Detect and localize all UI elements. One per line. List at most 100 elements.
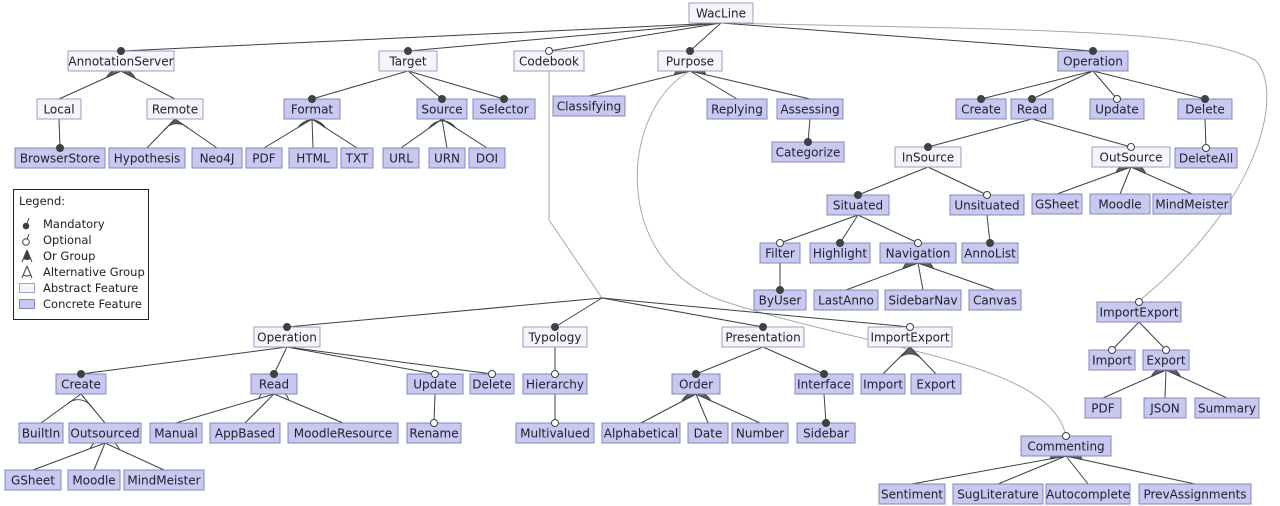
mandatory-marker: [1028, 95, 1036, 103]
mandatory-marker: [308, 95, 316, 103]
edge-wacline-target: [407, 22, 722, 52]
feature-label: Hypothesis: [114, 152, 181, 166]
feature-box: [149, 422, 203, 444]
mandatory-marker: [500, 95, 508, 103]
mandatory-marker: [759, 323, 767, 331]
mandatory-marker: [77, 370, 85, 378]
mandatory-marker: [692, 370, 700, 378]
feature-box: [860, 373, 906, 395]
feature-delete_cb: Delete: [469, 373, 515, 395]
feature-label: Remote: [152, 103, 198, 117]
feature-label: Typology: [528, 331, 582, 345]
feature-autocomplete: Autocomplete: [1045, 483, 1131, 505]
feature-box: [1138, 483, 1252, 505]
mandatory-marker: [404, 47, 412, 55]
feature-categorize: Categorize: [771, 141, 845, 163]
feature-canvas: Canvas: [968, 289, 1022, 311]
feature-label: Sentiment: [881, 488, 943, 502]
feature-export_top: Export: [1142, 349, 1190, 371]
or-group-format: [297, 118, 326, 129]
alternative-group-icon: [19, 265, 35, 279]
feature-label: Commenting: [1027, 440, 1104, 454]
feature-wacline: WacLine: [688, 2, 754, 24]
feature-box: [687, 422, 729, 444]
codebook-stem: [548, 71, 603, 299]
feature-box: [245, 147, 283, 169]
feature-label: DOI: [476, 152, 498, 166]
feature-label: HTML: [296, 152, 330, 166]
feature-box: [67, 469, 121, 491]
optional-marker: [488, 370, 496, 378]
feature-label: JSON: [1149, 402, 1180, 416]
feature-box: [146, 98, 204, 120]
feature-insource: InSource: [894, 146, 962, 168]
feature-box: [552, 95, 626, 117]
feature-annotationserver: AnnotationServer: [67, 50, 175, 72]
feature-label: Classifying: [557, 100, 622, 114]
feature-neo4j: Neo4J: [191, 147, 243, 169]
optional-marker: [1127, 143, 1135, 151]
feature-box: [1194, 397, 1260, 419]
edge-operation_cb-update_cb: [286, 346, 436, 375]
feature-moodle_top: Moodle: [1089, 193, 1151, 215]
optional-marker: [1113, 95, 1121, 103]
optional-marker: [1062, 432, 1070, 440]
optional-marker: [430, 419, 438, 427]
feature-box: [287, 422, 399, 444]
optional-marker: [551, 370, 559, 378]
feature-mindmeister_top: MindMeister: [1152, 193, 1232, 215]
feature-box: [1084, 397, 1122, 419]
feature-label: Update: [1095, 103, 1138, 117]
optional-marker: [551, 419, 559, 427]
feature-selector: Selector: [472, 98, 536, 120]
feature-mindmeister_cb: MindMeister: [123, 469, 205, 491]
feature-label: ImportExport: [1099, 306, 1178, 320]
edge-operation_top-create_top: [980, 70, 1094, 100]
feature-classifying: Classifying: [552, 95, 626, 117]
edge-read_top-insource: [927, 118, 1033, 148]
edge-operation_top-read_top: [1031, 70, 1094, 100]
feature-label: AnnotationServer: [68, 55, 173, 69]
feature-box: [123, 469, 205, 491]
edge-codebook-importexport_cb: [601, 297, 911, 328]
feature-read_top: Read: [1010, 98, 1054, 120]
feature-box: [18, 422, 64, 444]
mandatory-marker: [854, 191, 862, 199]
optional-marker: [1162, 346, 1170, 354]
feature-box: [910, 373, 962, 395]
legend: Legend: Mandatory Optional Or Group Alte…: [13, 189, 149, 320]
edge-order-date: [695, 393, 709, 424]
feature-label: AnnoList: [964, 247, 1016, 261]
mandatory-marker: [438, 95, 446, 103]
legend-title: Legend:: [19, 194, 66, 208]
edge-read_cb-appbased: [244, 393, 275, 424]
feature-box: [1031, 193, 1083, 215]
feature-label: Export: [916, 378, 956, 392]
mandatory-marker: [1089, 47, 1097, 55]
feature-label: BrowserStore: [20, 152, 100, 166]
legend-label-optional: Optional: [43, 233, 92, 247]
feature-urn: URN: [428, 147, 466, 169]
feature-label: Alphabetical: [604, 427, 678, 441]
feature-box: [776, 98, 844, 120]
legend-label-mandatory: Mandatory: [43, 217, 105, 231]
legend-item-alternative-group: Alternative Group: [19, 264, 145, 280]
edges: [32, 22, 1228, 485]
feature-export_cb: Export: [910, 373, 962, 395]
feature-lastanno: LastAnno: [813, 289, 879, 311]
feature-pdf1: PDF: [245, 147, 283, 169]
legend-item-mandatory: Mandatory: [19, 216, 105, 232]
feature-assessing: Assessing: [776, 98, 844, 120]
feature-label: MoodleResource: [294, 427, 392, 441]
edge-situated-filter: [779, 214, 859, 244]
feature-label: WacLine: [696, 7, 746, 21]
feature-label: Target: [388, 55, 426, 69]
feature-box: [813, 289, 879, 311]
edge-operation_cb-create_cb: [80, 346, 288, 375]
feature-box: [1045, 483, 1131, 505]
feature-label: TXT: [345, 152, 369, 166]
optional-marker: [1108, 346, 1116, 354]
feature-box: [108, 147, 186, 169]
crosslink-purpose-commenting: [636, 70, 1067, 437]
